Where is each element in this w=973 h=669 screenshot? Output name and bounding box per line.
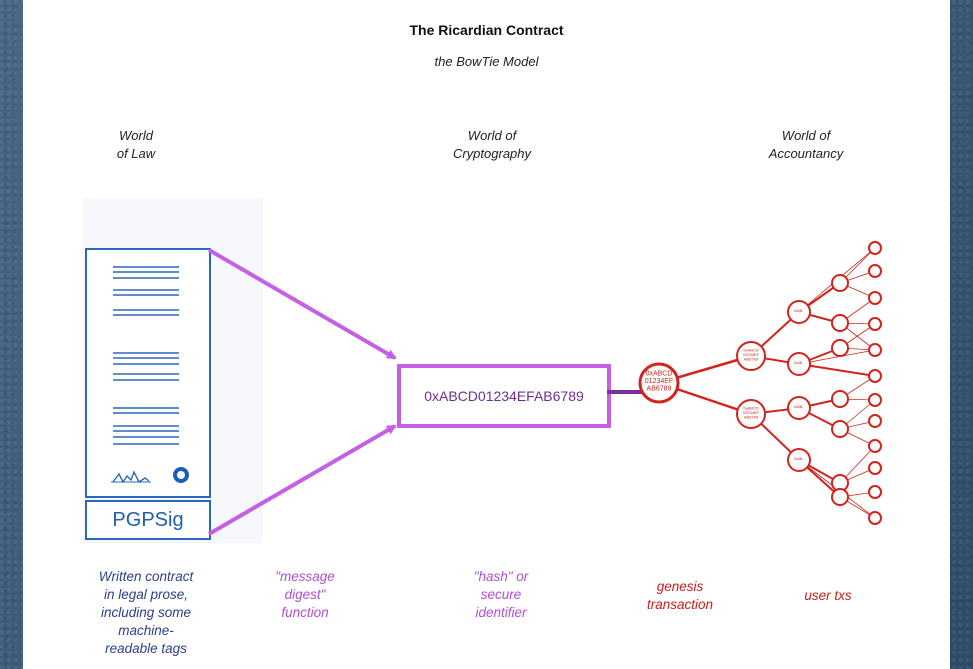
tree-leaf-node: [868, 317, 882, 331]
tree-leaf-node: [868, 343, 882, 357]
tree-node-level1: [736, 341, 766, 371]
tree-node-level3: [831, 488, 849, 506]
tree-edge: [798, 363, 876, 377]
diagram-title: The Ricardian Contract: [409, 22, 564, 38]
world-crypto-line-1: World of: [467, 128, 517, 143]
handwritten-signature-icon: [112, 470, 150, 484]
seal-icon: [173, 467, 189, 483]
caption-message-digest: "message digest" function: [255, 568, 355, 622]
arrow-document-to-hash: [207, 248, 397, 360]
world-law-line-2: of Law: [116, 146, 156, 161]
tree-node-level2: [787, 448, 811, 472]
caption-genesis-line: genesis: [656, 579, 704, 594]
tree-leaf-node: [868, 369, 882, 383]
caption-written-contract: Written contract in legal prose, includi…: [81, 568, 211, 658]
world-crypto-line-2: Cryptography: [452, 146, 532, 161]
world-of-cryptography-heading: World of Cryptography: [402, 127, 582, 163]
tree-node-text: 0xAB..: [794, 361, 804, 365]
world-acct-line-2: Accountancy: [768, 146, 844, 161]
tree-node-level3: [831, 339, 849, 357]
caption-written-line: machine-: [118, 623, 174, 638]
tree-node-level1: [736, 399, 766, 429]
caption-written-line: Written contract: [98, 569, 194, 584]
document-text-lines: [111, 266, 189, 484]
tree-node-level3: [831, 390, 849, 408]
tree-leaf-node: [868, 264, 882, 278]
arrow-signature-to-hash: [207, 424, 397, 536]
caption-hash-line: secure: [480, 587, 522, 602]
caption-hash-identifier: "hash" or secure identifier: [451, 568, 551, 622]
caption-digest-line: function: [281, 605, 329, 620]
diagram-subtitle: the BowTie Model: [434, 54, 539, 69]
contract-document: [85, 248, 211, 498]
tree-leaf-node: [868, 414, 882, 428]
slide: The Ricardian Contract the BowTie Model …: [23, 0, 950, 669]
pgp-signature-box: PGPSig: [85, 500, 211, 540]
caption-user-txs: user txs: [783, 587, 873, 605]
world-of-accountancy-heading: World of Accountancy: [716, 127, 896, 163]
tree-node-text: 0xAB..: [794, 457, 804, 461]
tree-node-level3: [831, 314, 849, 332]
tree-leaf-node: [868, 291, 882, 305]
tree-edge: [798, 349, 876, 365]
genesis-node: [638, 362, 680, 404]
tree-node-level2: [787, 396, 811, 420]
tree-node-level2: [787, 352, 811, 376]
caption-hash-line: "hash" or: [473, 569, 529, 584]
tree-node-level2: [787, 300, 811, 324]
tree-leaf-node: [868, 511, 882, 525]
caption-digest-line: "message: [275, 569, 335, 584]
tree-node-level3: [831, 420, 849, 438]
tree-leaf-node: [868, 485, 882, 499]
tree-node-text: 0xAB..: [794, 405, 804, 409]
world-law-line-1: World: [119, 128, 153, 143]
world-acct-line-1: World of: [781, 128, 831, 143]
caption-written-line: including some: [100, 605, 192, 620]
caption-genesis-transaction: genesis transaction: [630, 578, 730, 614]
tree-node-text: 0xAB..: [794, 309, 804, 313]
world-of-law-heading: World of Law: [46, 127, 226, 163]
tree-leaf-node: [868, 461, 882, 475]
caption-written-line: in legal prose,: [103, 587, 189, 602]
caption-user-line: user txs: [804, 588, 852, 603]
tree-leaf-node: [868, 439, 882, 453]
tree-leaf-node: [868, 241, 882, 255]
caption-hash-line: identifier: [475, 605, 527, 620]
tree-node-level3: [831, 274, 849, 292]
caption-written-line: readable tags: [105, 641, 187, 656]
tree-leaf-node: [868, 393, 882, 407]
caption-digest-line: digest": [284, 587, 326, 602]
hash-identifier-box: 0xABCD01234EFAB6789: [397, 364, 611, 428]
caption-genesis-line: transaction: [646, 597, 714, 612]
